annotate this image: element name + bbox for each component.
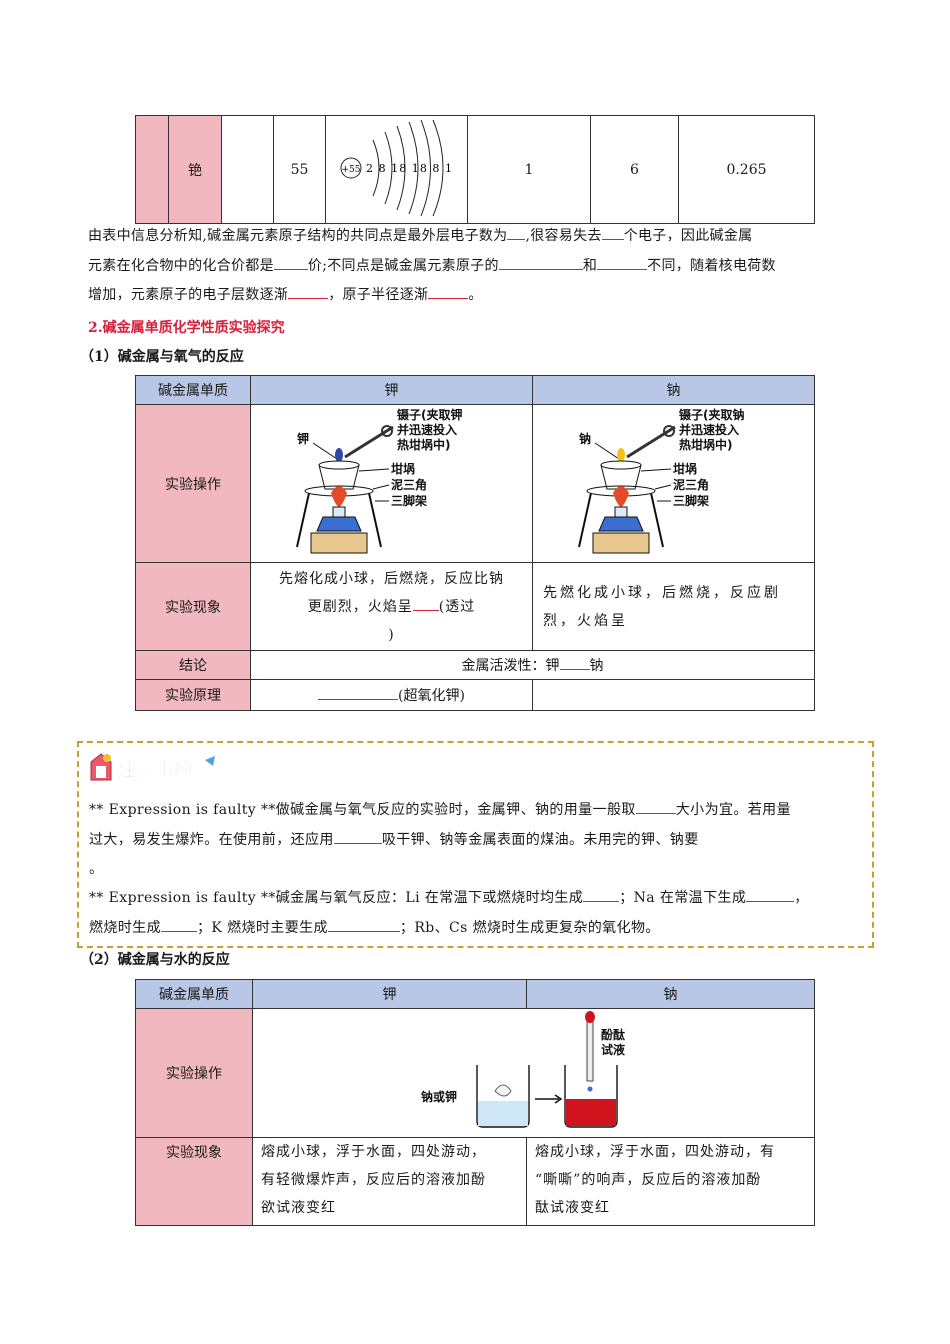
svg-text:泥三角: 泥三角 — [673, 477, 709, 492]
header-metal: 碱金属单质 — [135, 979, 253, 1009]
sodium-phenomenon: 先燃化成小球，后燃烧，反应剧 烈，火焰呈 — [532, 562, 815, 651]
sodium-water-phenomenon: 熔成小球，浮于水面，四处游动，有 “嘶嘶”的响声，反应后的溶液加酚 酞试液变红 — [526, 1137, 815, 1226]
element-table-fragment: 铯 55 +55 2 8 18 18 8 1 1 6 0.265 — [135, 115, 815, 224]
svg-text:热坩埚中): 热坩埚中) — [679, 437, 733, 452]
potassium-burning-apparatus: 钾 镊子(夹取钾 并迅速投入 热坩埚中) 坩埚 泥三角 三脚架 — [295, 407, 463, 553]
svg-text:镊子(夹取钾: 镊子(夹取钾 — [396, 407, 463, 422]
row-label-operation: 实验操作 — [135, 1008, 253, 1138]
row-label-principle: 实验原理 — [135, 679, 251, 711]
row-label-phenomenon: 实验现象 — [135, 562, 251, 651]
row-label-operation: 实验操作 — [135, 404, 251, 563]
svg-text:酚酞: 酚酞 — [601, 1027, 625, 1042]
svg-text:并迅速投入: 并迅速投入 — [679, 422, 739, 437]
header-sodium: 钠 — [532, 375, 815, 405]
header-sodium: 钠 — [526, 979, 815, 1009]
atomic-structure-cell: +55 2 8 18 18 8 1 — [325, 115, 468, 224]
atomic-radius: 0.265 — [678, 115, 815, 224]
row-label-conclusion: 结论 — [135, 650, 251, 680]
water-apparatus-cell: 钠或钾 酚酞 试液 — [252, 1008, 815, 1138]
oxygen-reaction-table: 碱金属单质 钾 钠 实验操作 钾 镊子(夹取钾 并迅速投入 热坩埚中) — [135, 375, 815, 711]
header-metal: 碱金属单质 — [135, 375, 251, 405]
svg-text:热坩埚中): 热坩埚中) — [397, 437, 451, 452]
period: 6 — [590, 115, 679, 224]
water-reaction-apparatus: 钠或钾 酚酞 试液 — [421, 1011, 625, 1128]
notes-badge: 注意事项 — [90, 753, 215, 781]
element-name: 铯 — [168, 115, 222, 224]
svg-text:试液: 试液 — [601, 1042, 625, 1057]
svg-text:坩埚: 坩埚 — [391, 461, 415, 476]
potassium-water-phenomenon: 熔成小球，浮于水面，四处游动， 有轻微爆炸声，反应后的溶液加酚 欲试液变红 — [252, 1137, 527, 1226]
note-paragraph-1: ** Expression is faulty **做碱金属与氧气反应的实验时，… — [89, 796, 864, 885]
group-cell — [135, 115, 169, 224]
svg-text:泥三角: 泥三角 — [391, 477, 427, 492]
subsection-1-title: （1）碱金属与氧气的反应 — [80, 349, 244, 365]
svg-text:并迅速投入: 并迅速投入 — [397, 422, 457, 437]
subsection-2-title: （2）碱金属与水的反应 — [80, 952, 230, 968]
svg-text:镊子(夹取钠: 镊子(夹取钠 — [678, 407, 745, 422]
svg-text:钠: 钠 — [579, 431, 591, 446]
potassium-apparatus-cell: 钾 镊子(夹取钾 并迅速投入 热坩埚中) 坩埚 泥三角 三脚架 — [250, 404, 533, 563]
svg-text:钠或钾: 钠或钾 — [421, 1089, 457, 1104]
potassium-phenomenon: 先熔化成小球，后燃烧，反应比钠 更剧烈，火焰呈(透过 ) — [250, 562, 533, 651]
outer-electrons: 1 — [467, 115, 591, 224]
row-label-phenomenon: 实验现象 — [135, 1137, 253, 1226]
potassium-principle: (超氧化钾) — [250, 679, 533, 711]
atomic-structure-diagram: +55 2 8 18 18 8 1 — [340, 119, 452, 216]
svg-text:2 8 18 18 8 1: 2 8 18 18 8 1 — [366, 162, 452, 175]
sodium-burning-apparatus: 钠 镊子(夹取钠 并迅速投入 热坩埚中) 坩埚 泥三角 三脚架 — [577, 407, 745, 553]
svg-text:+55: +55 — [341, 165, 360, 175]
water-reaction-table: 碱金属单质 钾 钠 实验操作 钠或钾 酚酞 试液 实验现象 — [135, 979, 815, 1226]
note-paragraph-2: ** Expression is faulty **碱金属与氧气反应：Li 在常… — [89, 884, 864, 943]
notes-box: 注意事项 ** Expression is faulty **做碱金属与氧气反应… — [77, 741, 874, 948]
svg-text:注意事项: 注意事项 — [117, 758, 193, 781]
svg-text:坩埚: 坩埚 — [673, 461, 697, 476]
svg-text:三脚架: 三脚架 — [391, 493, 427, 508]
header-potassium: 钾 — [252, 979, 527, 1009]
section-2-title: 2.碱金属单质化学性质实验探究 — [88, 320, 285, 336]
analysis-paragraph: 由表中信息分析知,碱金属元素原子结构的共同点是最外层电子数为,很容易失去个电子，… — [88, 222, 864, 311]
svg-text:钾: 钾 — [297, 431, 309, 446]
sodium-principle — [532, 679, 815, 711]
sodium-apparatus-cell: 钠 镊子(夹取钠 并迅速投入 热坩埚中) 坩埚 泥三角 三脚架 — [532, 404, 815, 563]
conclusion-cell: 金属活泼性：钾钠 — [250, 650, 815, 680]
svg-text:三脚架: 三脚架 — [673, 493, 709, 508]
header-potassium: 钾 — [250, 375, 533, 405]
symbol-cell — [221, 115, 274, 224]
atomic-number: 55 — [273, 115, 326, 224]
